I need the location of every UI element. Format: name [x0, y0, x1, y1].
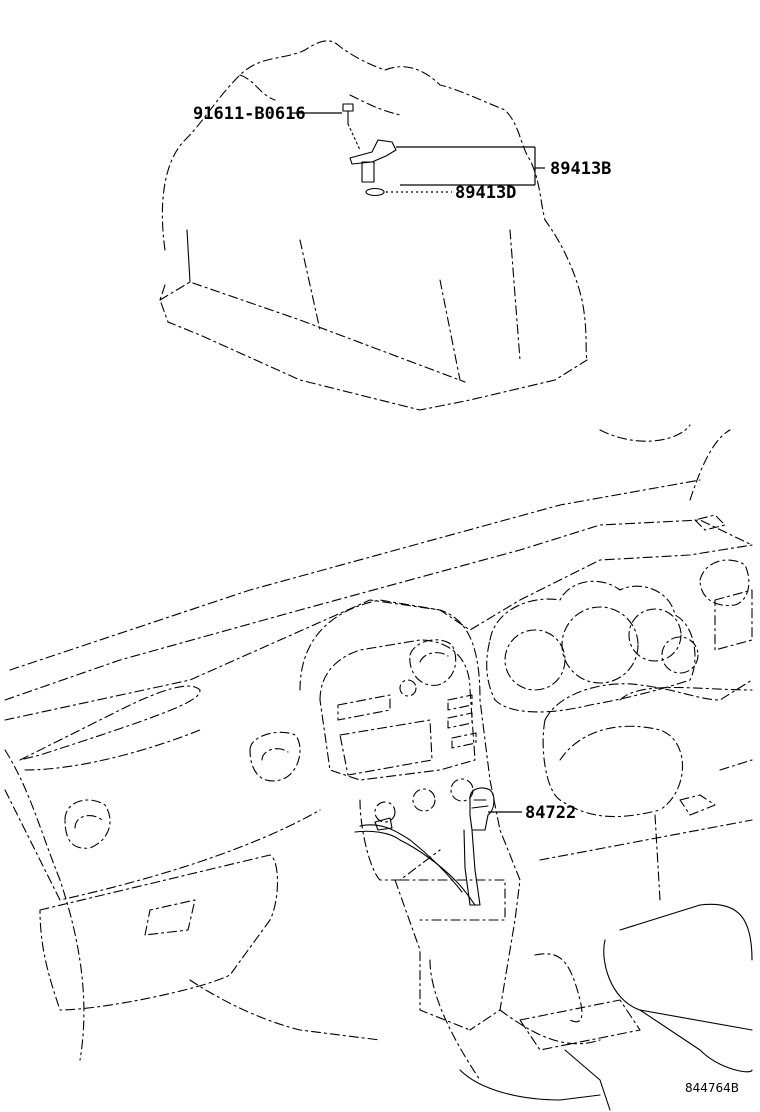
label-gasket: 89413D: [455, 183, 516, 203]
label-shifter: 84722: [525, 803, 576, 823]
figure-id: 844764B: [685, 1081, 739, 1095]
speed-sensor-part: [349, 139, 397, 183]
label-sensor: 89413B: [550, 159, 611, 179]
shift-lever-part: [463, 787, 495, 906]
o-ring-part: [365, 187, 385, 197]
bolt-part: [342, 103, 361, 151]
label-bolt: 91611-B0616: [193, 104, 306, 124]
transmission-illustration: [159, 40, 588, 411]
dashboard-illustration: [4, 424, 753, 1111]
leader-lines: [290, 112, 545, 813]
